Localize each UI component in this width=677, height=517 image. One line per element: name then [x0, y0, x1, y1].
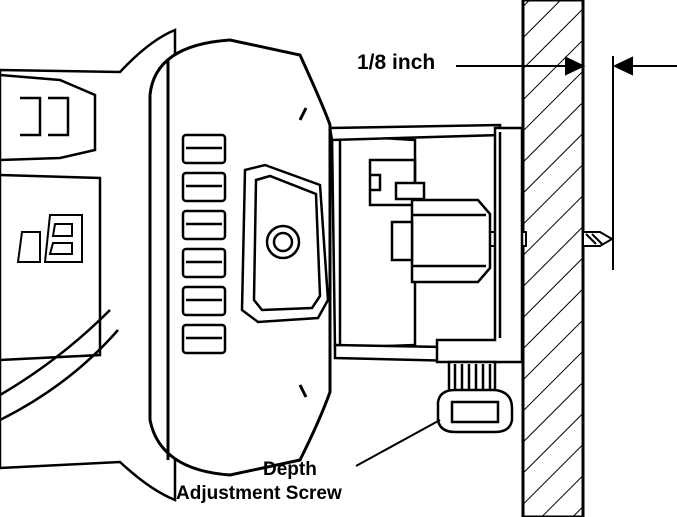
depth-measure-label: 1/8 inch — [357, 51, 436, 74]
tool-body — [0, 28, 177, 502]
depth-guide-bracket — [435, 126, 524, 364]
screw-label-line2: Adjustment Screw — [176, 483, 342, 504]
depth-adjustment-screw — [436, 360, 514, 434]
screw-label-line1: Depth — [263, 459, 317, 480]
collet-nut — [390, 198, 492, 284]
wall-workpiece — [521, 0, 585, 517]
lock-button — [240, 163, 330, 324]
depth-dimension-marker — [456, 56, 677, 270]
brand-logo — [16, 214, 83, 263]
vent-slots — [181, 133, 227, 355]
screw-leader-line — [355, 419, 441, 467]
